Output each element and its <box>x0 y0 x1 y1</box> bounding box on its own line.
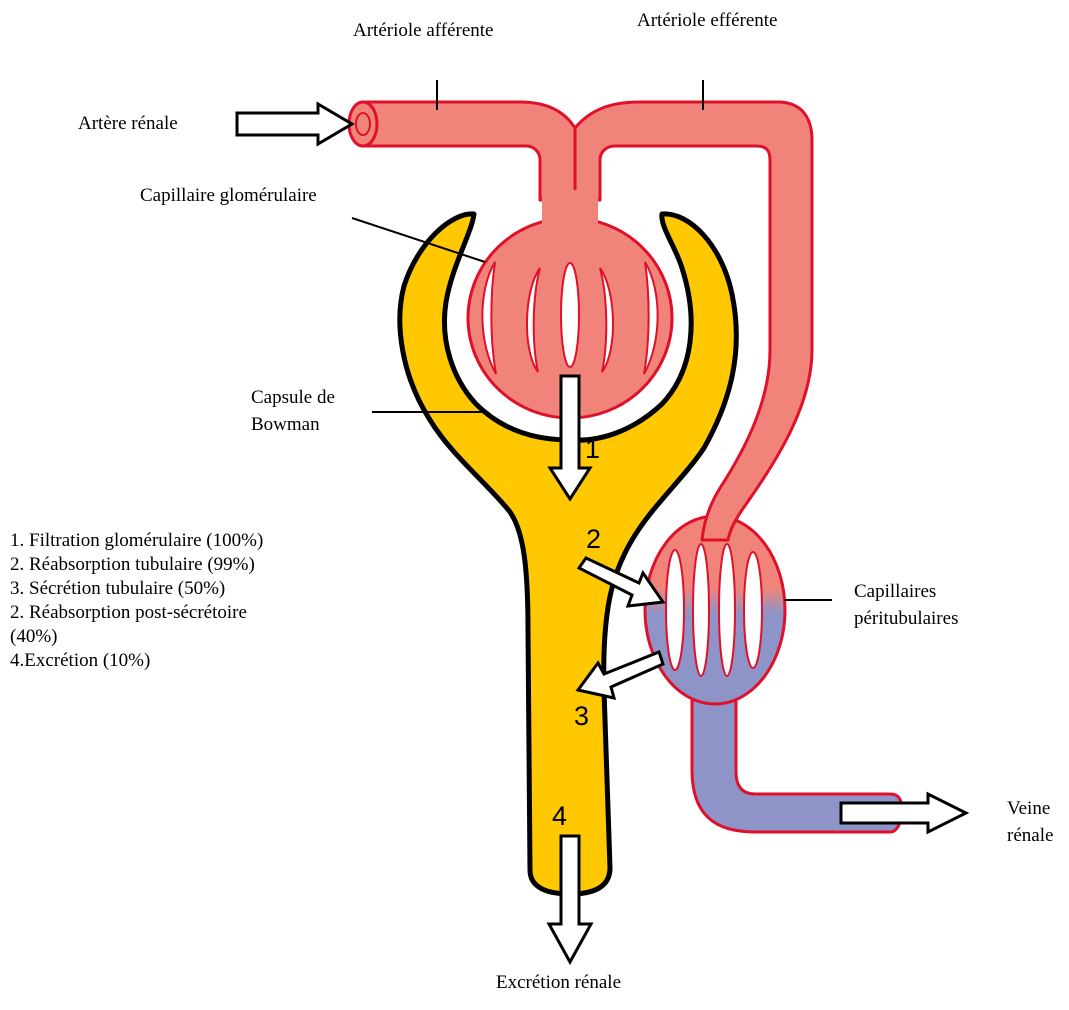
label-artere-renale: Artère rénale <box>78 113 178 134</box>
step-3-number: 3 <box>574 701 589 731</box>
label-veine-line2: rénale <box>1007 825 1053 846</box>
step-2-number: 2 <box>586 524 601 554</box>
step-1-number: 1 <box>585 434 600 464</box>
process-legend: 1. Filtration glomérulaire (100%) 2. Réa… <box>10 529 350 673</box>
label-veine-line1: Veine <box>1007 798 1050 819</box>
legend-item-excretion: 4.Excrétion (10%) <box>10 649 350 673</box>
legend-item-post-secretory-reabsorption: 2. Réabsorption post-sécrétoire <box>10 601 350 625</box>
afferent-arteriole <box>362 102 575 200</box>
renal-artery-inflow-arrow <box>237 104 352 144</box>
label-capsule-line1: Capsule de <box>251 387 335 408</box>
legend-item-filtration: 1. Filtration glomérulaire (100%) <box>10 529 350 553</box>
legend-item-secretion: 3. Sécrétion tubulaire (50%) <box>10 577 350 601</box>
step-4-number: 4 <box>552 801 567 831</box>
label-arteriole-efferente: Artériole efférente <box>637 10 777 31</box>
label-capillaires-line2: péritubulaires <box>854 608 958 629</box>
label-capillaire-glomerulaire: Capillaire glomérulaire <box>140 185 317 206</box>
label-capillaires-line1: Capillaires <box>854 581 936 602</box>
label-excretion-renale: Excrétion rénale <box>496 972 621 993</box>
label-arteriole-afferente: Artériole afférente <box>353 20 493 41</box>
label-capsule-line2: Bowman <box>251 414 320 435</box>
legend-item-post-secretory-percent: (40%) <box>10 625 350 649</box>
legend-item-reabsorption: 2. Réabsorption tubulaire (99%) <box>10 553 350 577</box>
